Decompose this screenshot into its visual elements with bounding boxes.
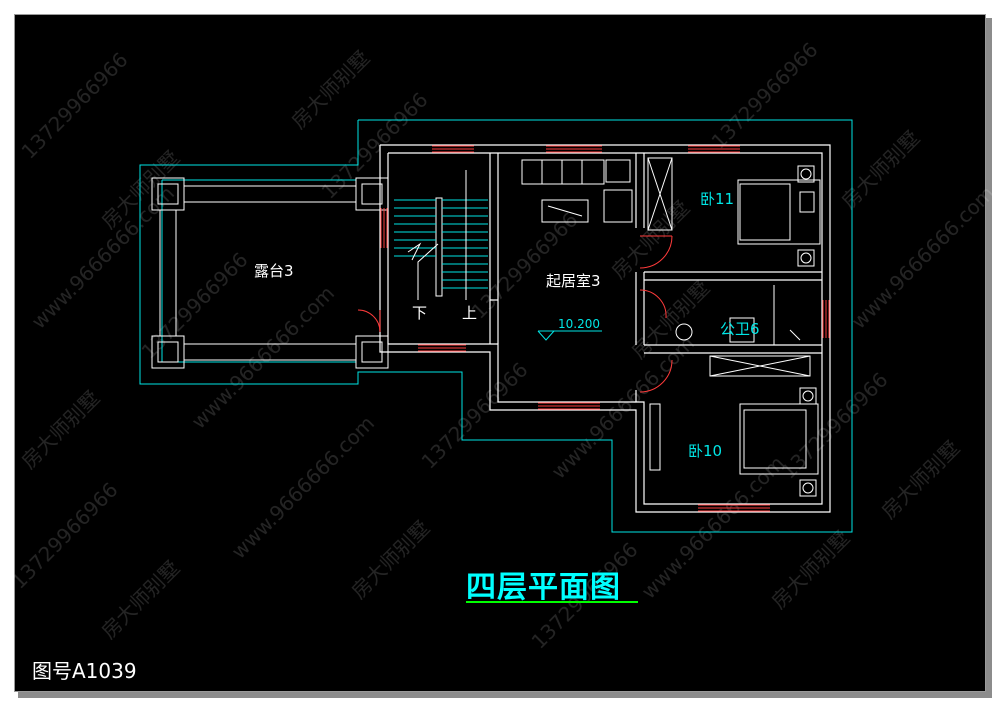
window-bed10-bottom <box>698 504 770 512</box>
watermark: 13729966966 <box>777 368 893 484</box>
watermark: www.9666666.com <box>847 181 1000 334</box>
bed-10 <box>739 403 819 475</box>
watermark: 13729966966 <box>417 358 533 474</box>
sofa <box>521 159 605 185</box>
drawing-title: 四层平面图 <box>466 570 621 605</box>
watermark: www.9666666.com <box>547 331 700 484</box>
room-label-bathroom: 公卫6 <box>720 320 760 338</box>
elevation-label: 10.200 <box>558 317 600 331</box>
window-bed11-top <box>688 145 740 153</box>
building-outline <box>139 119 853 533</box>
stair-down-label: 下 <box>412 304 427 322</box>
window-stair-bottom <box>418 344 466 352</box>
windows <box>357 145 830 512</box>
watermark: 房大师别墅 <box>767 526 855 614</box>
stair-up-label: 上 <box>462 304 477 322</box>
cad-canvas <box>14 14 986 692</box>
watermark: 房大师别墅 <box>607 196 695 284</box>
armchair <box>603 189 633 223</box>
door-terrace <box>357 309 381 333</box>
window-bath-right <box>822 300 830 338</box>
watermark: 13729966966 <box>17 48 133 164</box>
frame-shadow-right <box>986 18 992 696</box>
door-bath <box>639 289 667 319</box>
room-label-bedroom11: 卧11 <box>700 190 734 208</box>
window-stair-top <box>432 145 474 153</box>
room-label-bedroom10: 卧10 <box>688 442 722 460</box>
door-bed10 <box>639 359 673 393</box>
terrace <box>151 177 389 369</box>
window-living-bottom <box>538 402 600 410</box>
watermark: 房大师别墅 <box>877 436 965 524</box>
door-bed11 <box>639 235 673 269</box>
watermark: 房大师别墅 <box>347 516 435 604</box>
wardrobe-bed11 <box>647 157 673 231</box>
bed-11 <box>737 179 821 245</box>
watermark: 13729966966 <box>467 208 583 324</box>
watermark: 13729966966 <box>137 248 253 364</box>
watermark: 13729966966 <box>707 38 823 154</box>
furniture <box>521 157 821 497</box>
room-label-terrace: 露台3 <box>254 262 294 280</box>
watermark: 房大师别墅 <box>17 386 105 474</box>
watermark: 房大师别墅 <box>837 126 925 214</box>
room-label-living: 起居室3 <box>546 272 601 290</box>
wardrobe-bed10 <box>709 355 811 377</box>
coffee-table <box>541 199 589 223</box>
watermark: 房大师别墅 <box>97 556 185 644</box>
watermark: www.9666666.com <box>27 181 180 334</box>
watermark: 13729966966 <box>7 478 123 594</box>
walls <box>379 144 831 513</box>
frame-shadow-bottom <box>18 692 992 698</box>
elevation-marker <box>537 330 602 341</box>
window-living-top <box>546 145 602 153</box>
toilet <box>675 323 693 341</box>
window-stair-left <box>380 208 388 248</box>
drawing-number: 图号A1039 <box>32 659 137 683</box>
watermark: www.9666666.com <box>227 411 380 564</box>
staircase <box>394 170 488 300</box>
